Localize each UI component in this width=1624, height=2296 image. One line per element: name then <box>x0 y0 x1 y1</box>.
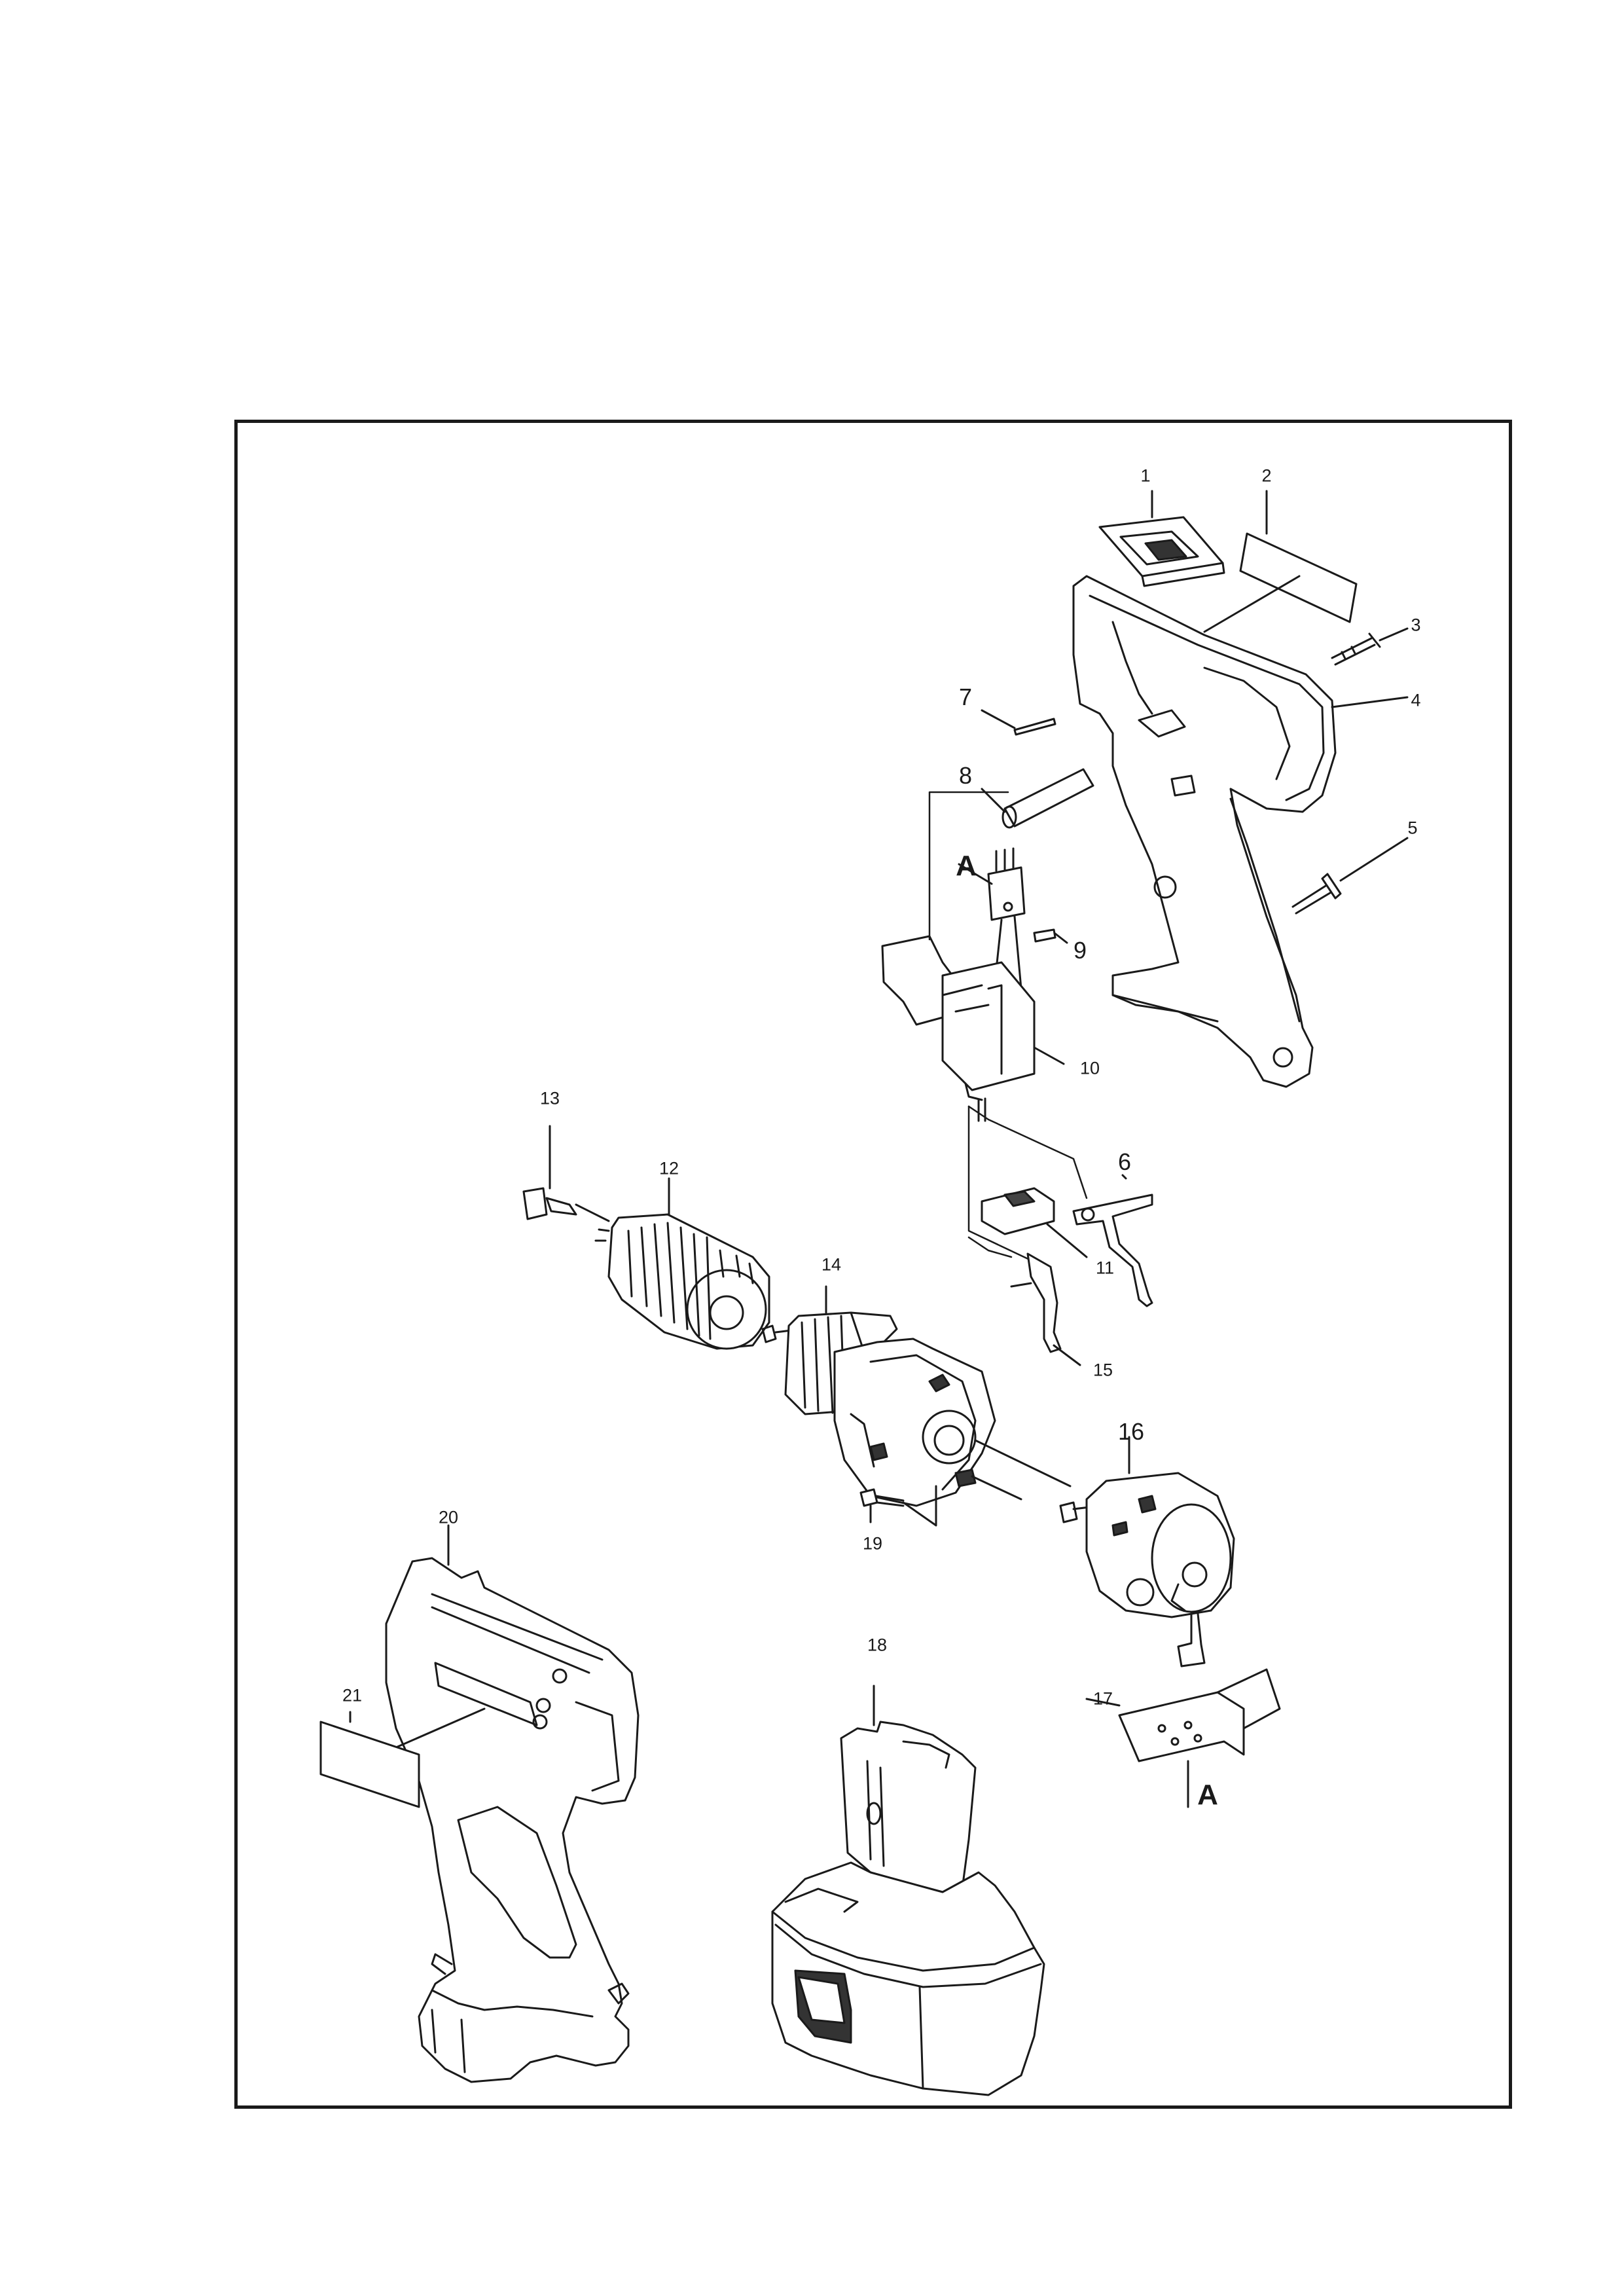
part-label-16: 16 <box>1117 1418 1145 1445</box>
leader-line <box>971 1475 1022 1501</box>
part-label-19: 19 <box>862 1533 883 1554</box>
part-label-10: 10 <box>1079 1058 1100 1078</box>
part-17-terminal-plate <box>1085 1668 1281 1808</box>
part-12-chuck <box>594 1177 770 1350</box>
part-label-12: 12 <box>659 1158 679 1178</box>
gear-housing <box>833 1338 996 1507</box>
part-16-motor <box>1059 1436 1235 1667</box>
part-label-18: 18 <box>867 1635 888 1655</box>
part-5-screw <box>1291 837 1409 915</box>
part-label-7: 7 <box>958 683 973 710</box>
part-20-housing-assembly <box>385 1524 640 2083</box>
diagram-frame <box>234 420 1512 2109</box>
part-1-switch-button <box>1098 516 1225 587</box>
part-3-screw <box>1331 627 1409 666</box>
part-10-switch-unit <box>881 935 1065 1122</box>
leader-line <box>1331 696 1409 708</box>
part-label-20: 20 <box>438 1507 459 1527</box>
part-label-13: 13 <box>539 1088 560 1108</box>
part-label-11: 11 <box>1095 1258 1115 1278</box>
part-11-brush-holder <box>981 1187 1088 1258</box>
part-a-connector <box>987 847 1068 990</box>
part-label-15: 15 <box>1092 1360 1113 1380</box>
leader-line <box>958 863 993 885</box>
leader-line <box>974 1439 1072 1487</box>
part-21-label <box>319 1711 420 1808</box>
part-4-housing <box>1072 575 1337 1088</box>
bracket-lines <box>928 791 1088 1262</box>
leader-line <box>1203 575 1301 633</box>
part-13-chuck-screw <box>522 1125 610 1222</box>
callout-a-plate: A <box>1197 1779 1218 1811</box>
part-label-1: 1 <box>1140 465 1151 486</box>
part-18-battery <box>771 1685 1045 2096</box>
part-label-3: 3 <box>1411 615 1421 635</box>
part-label-6: 6 <box>1117 1148 1132 1175</box>
part-label-14: 14 <box>821 1254 842 1275</box>
part-label-9: 9 <box>1073 937 1087 964</box>
part-15-terminal <box>1010 1252 1081 1366</box>
part-19-screw <box>859 1485 937 1527</box>
part-label-17: 17 <box>1092 1688 1113 1709</box>
part-label-5: 5 <box>1407 818 1418 838</box>
part-label-4: 4 <box>1411 690 1421 710</box>
part-label-2: 2 <box>1261 465 1272 486</box>
part-8-slide-bar <box>981 768 1094 829</box>
part-label-21: 21 <box>342 1685 363 1705</box>
part-6-lock-lever <box>1072 1174 1153 1307</box>
part-label-8: 8 <box>958 762 973 789</box>
callout-a-connector: A <box>956 850 977 882</box>
part-7-spring-pin <box>981 709 1056 736</box>
